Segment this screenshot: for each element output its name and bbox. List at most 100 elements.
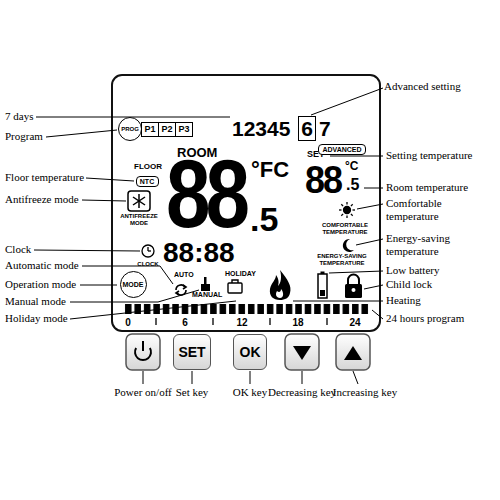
sensor-badge: NTC bbox=[136, 176, 159, 187]
callout-label: Operation mode bbox=[5, 278, 76, 291]
callout-label: Comfortable temperature bbox=[386, 197, 491, 223]
callout-label: Child lock bbox=[386, 278, 432, 291]
ok-key: OK bbox=[233, 334, 267, 370]
key-label: Decreasing key bbox=[268, 386, 336, 399]
leader-line bbox=[357, 204, 383, 209]
leader-line bbox=[372, 310, 383, 319]
battery-icon bbox=[318, 274, 327, 298]
lcd-frame bbox=[112, 75, 380, 331]
leader-line bbox=[293, 301, 383, 302]
antifreeze-icon bbox=[128, 191, 150, 211]
axis-number: 24 bbox=[349, 317, 360, 328]
callout-label: Holiday mode bbox=[5, 312, 68, 325]
callout-label: Room temperature bbox=[386, 181, 468, 194]
decrease-button bbox=[285, 334, 319, 370]
leader-line bbox=[353, 371, 358, 384]
callout-label: Floor temperature bbox=[5, 171, 84, 184]
sun-icon bbox=[353, 209, 356, 210]
sun-icon bbox=[339, 209, 342, 210]
leader-line bbox=[311, 88, 383, 115]
antifreeze-icon bbox=[133, 197, 145, 205]
lcd-text: ANTIFREEZE MODE bbox=[115, 213, 163, 226]
callout-label: Manual mode bbox=[5, 295, 66, 308]
leader-line bbox=[356, 239, 383, 245]
increase-button bbox=[344, 346, 362, 360]
callout-label: Heating bbox=[386, 294, 421, 307]
increase-button bbox=[336, 334, 370, 370]
set-key: SET bbox=[173, 334, 211, 370]
program-badge: PROG bbox=[118, 117, 142, 141]
sun-icon bbox=[341, 214, 343, 216]
callout-label: Clock bbox=[5, 243, 31, 256]
power-button bbox=[126, 334, 160, 370]
decrease-button bbox=[285, 334, 319, 370]
axis-number: 0 bbox=[125, 317, 131, 328]
callout-label: 7 days bbox=[5, 110, 33, 123]
clock-icon bbox=[142, 245, 154, 257]
manual-hand-icon bbox=[201, 277, 210, 291]
sun-icon bbox=[351, 214, 353, 216]
sun-icon bbox=[344, 207, 351, 214]
lcd-text: °FC bbox=[251, 158, 289, 182]
auto-icon bbox=[176, 285, 186, 295]
program-slot: P2 bbox=[158, 122, 176, 137]
leader-line bbox=[192, 371, 193, 384]
node-text: P2 bbox=[161, 125, 172, 134]
lcd-text: .5 bbox=[346, 176, 359, 194]
leader-line bbox=[80, 285, 117, 286]
antifreeze-icon bbox=[128, 191, 150, 211]
leader-line bbox=[330, 156, 383, 157]
node-text: P3 bbox=[178, 125, 189, 134]
callout-label: 24 hours program bbox=[386, 312, 464, 325]
leader-line bbox=[34, 250, 140, 251]
key-label: Increasing key bbox=[333, 386, 397, 399]
lcd-text: .5 bbox=[250, 201, 278, 238]
manual-hand-icon bbox=[201, 277, 210, 291]
key-label: OK key bbox=[233, 386, 268, 399]
increase-button bbox=[336, 334, 370, 370]
battery-icon bbox=[320, 290, 325, 296]
holiday-suitcase-icon bbox=[232, 280, 238, 283]
leader-line bbox=[46, 130, 117, 137]
leader-line bbox=[143, 371, 144, 384]
selected-day-box: 6 bbox=[298, 116, 316, 141]
key-label: Set key bbox=[176, 386, 209, 399]
seven-segment-digits: 88 bbox=[166, 142, 245, 248]
drawing-part bbox=[269, 318, 270, 325]
program-slot: P3 bbox=[175, 122, 193, 137]
callout-label: Advanced setting bbox=[384, 80, 461, 93]
lcd-text: 12345 bbox=[232, 117, 290, 140]
sun-icon bbox=[339, 202, 355, 218]
node-text: MODE bbox=[123, 281, 144, 288]
moon-icon bbox=[343, 239, 354, 252]
holiday-suitcase-icon bbox=[228, 280, 242, 293]
key-label: Power on/off bbox=[114, 386, 172, 399]
seven-segment-digits: 88:88 bbox=[163, 238, 235, 269]
node-text: SET bbox=[178, 345, 205, 359]
antifreeze-icon bbox=[133, 197, 145, 205]
battery-icon bbox=[318, 272, 327, 299]
lcd-text: AUTO bbox=[174, 271, 194, 279]
lcd-text: MANUAL bbox=[192, 291, 222, 299]
node-text: NTC bbox=[140, 178, 154, 185]
moon-icon bbox=[343, 239, 354, 252]
lcd-text: ENERGY-SAVING TEMPERATURE bbox=[306, 253, 378, 266]
holiday-suitcase-icon bbox=[228, 283, 242, 293]
heating-flame-icon bbox=[270, 270, 291, 300]
sun-icon bbox=[351, 204, 353, 206]
child-lock-icon bbox=[348, 275, 359, 286]
axis-number: 6 bbox=[182, 317, 188, 328]
leader-line bbox=[34, 88, 383, 384]
decrease-button bbox=[293, 346, 311, 360]
lcd-text: CLOCK bbox=[137, 261, 158, 268]
child-lock-icon bbox=[345, 284, 362, 298]
sun-icon bbox=[346, 202, 347, 205]
auto-icon bbox=[183, 285, 186, 289]
power-button bbox=[126, 334, 160, 370]
lcd-text: °C bbox=[345, 160, 358, 173]
child-lock-icon bbox=[345, 275, 362, 299]
program-slot: P1 bbox=[141, 122, 159, 137]
clock-icon bbox=[148, 250, 151, 251]
heating-flame-icon bbox=[270, 270, 291, 300]
